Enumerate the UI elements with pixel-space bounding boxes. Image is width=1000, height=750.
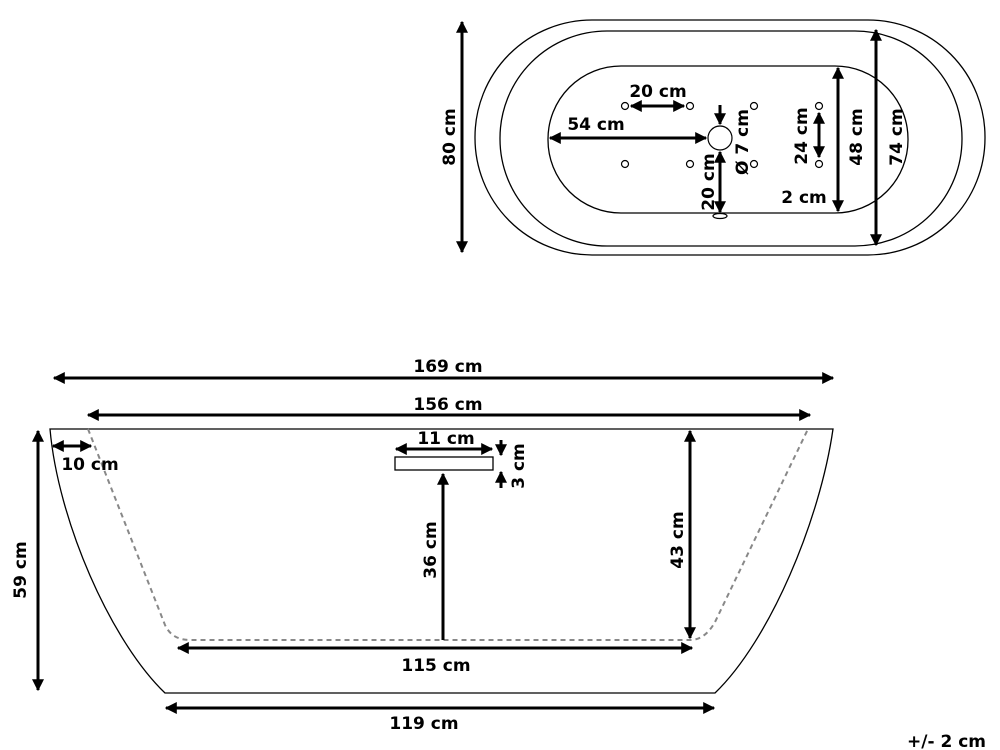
hole-offset-label: 2 cm bbox=[781, 188, 827, 208]
inner-basin-dashed-outline bbox=[87, 428, 809, 641]
hole bbox=[685, 159, 695, 169]
hole bbox=[749, 159, 759, 169]
height-label: 59 cm bbox=[11, 541, 31, 598]
base-length-label: 119 cm bbox=[389, 714, 458, 734]
inner-rim-outline bbox=[499, 30, 963, 247]
width-inner-rim-label: 74 cm bbox=[887, 108, 907, 165]
hole bbox=[685, 101, 695, 111]
inner-bottom-length-label: 115 cm bbox=[401, 656, 470, 676]
drain-hole bbox=[707, 125, 733, 151]
top-view: 80 cm 74 cm 48 cm 54 cm 20 cm Ø 7 cm 20 … bbox=[440, 19, 986, 256]
length-outer-label: 169 cm bbox=[413, 357, 482, 377]
overflow-hole bbox=[712, 212, 728, 220]
drain-diameter-label: Ø 7 cm bbox=[733, 109, 753, 175]
rim-offset-label: 10 cm bbox=[61, 455, 118, 475]
tolerance-note: +/- 2 cm bbox=[907, 732, 986, 750]
hole-spacing-h-label: 20 cm bbox=[629, 82, 686, 102]
drain-from-end-label: 54 cm bbox=[567, 115, 624, 135]
overflow-height-from-bottom-label: 36 cm bbox=[421, 521, 441, 578]
overflow-outline bbox=[394, 456, 494, 471]
drain-to-edge-label: 20 cm bbox=[699, 153, 719, 210]
hole bbox=[749, 101, 759, 111]
tub-side-outline bbox=[49, 428, 834, 694]
outer-rim-outline bbox=[474, 19, 986, 256]
width-outer-label: 80 cm bbox=[440, 108, 460, 165]
hole-spacing-v-label: 24 cm bbox=[792, 107, 812, 164]
overflow-width-label: 11 cm bbox=[417, 429, 474, 449]
width-basin-label: 48 cm bbox=[847, 108, 867, 165]
hole bbox=[814, 159, 824, 169]
hole bbox=[620, 159, 630, 169]
length-rim-label: 156 cm bbox=[413, 395, 482, 415]
hole bbox=[620, 101, 630, 111]
overflow-height-label: 3 cm bbox=[509, 443, 529, 489]
jet-holes bbox=[620, 101, 824, 169]
hole bbox=[814, 101, 824, 111]
basin-outline bbox=[547, 65, 909, 214]
inner-depth-label: 43 cm bbox=[668, 511, 688, 568]
side-view: 169 cm 156 cm 10 cm 11 cm 3 cm 36 cm 43 … bbox=[11, 357, 835, 734]
